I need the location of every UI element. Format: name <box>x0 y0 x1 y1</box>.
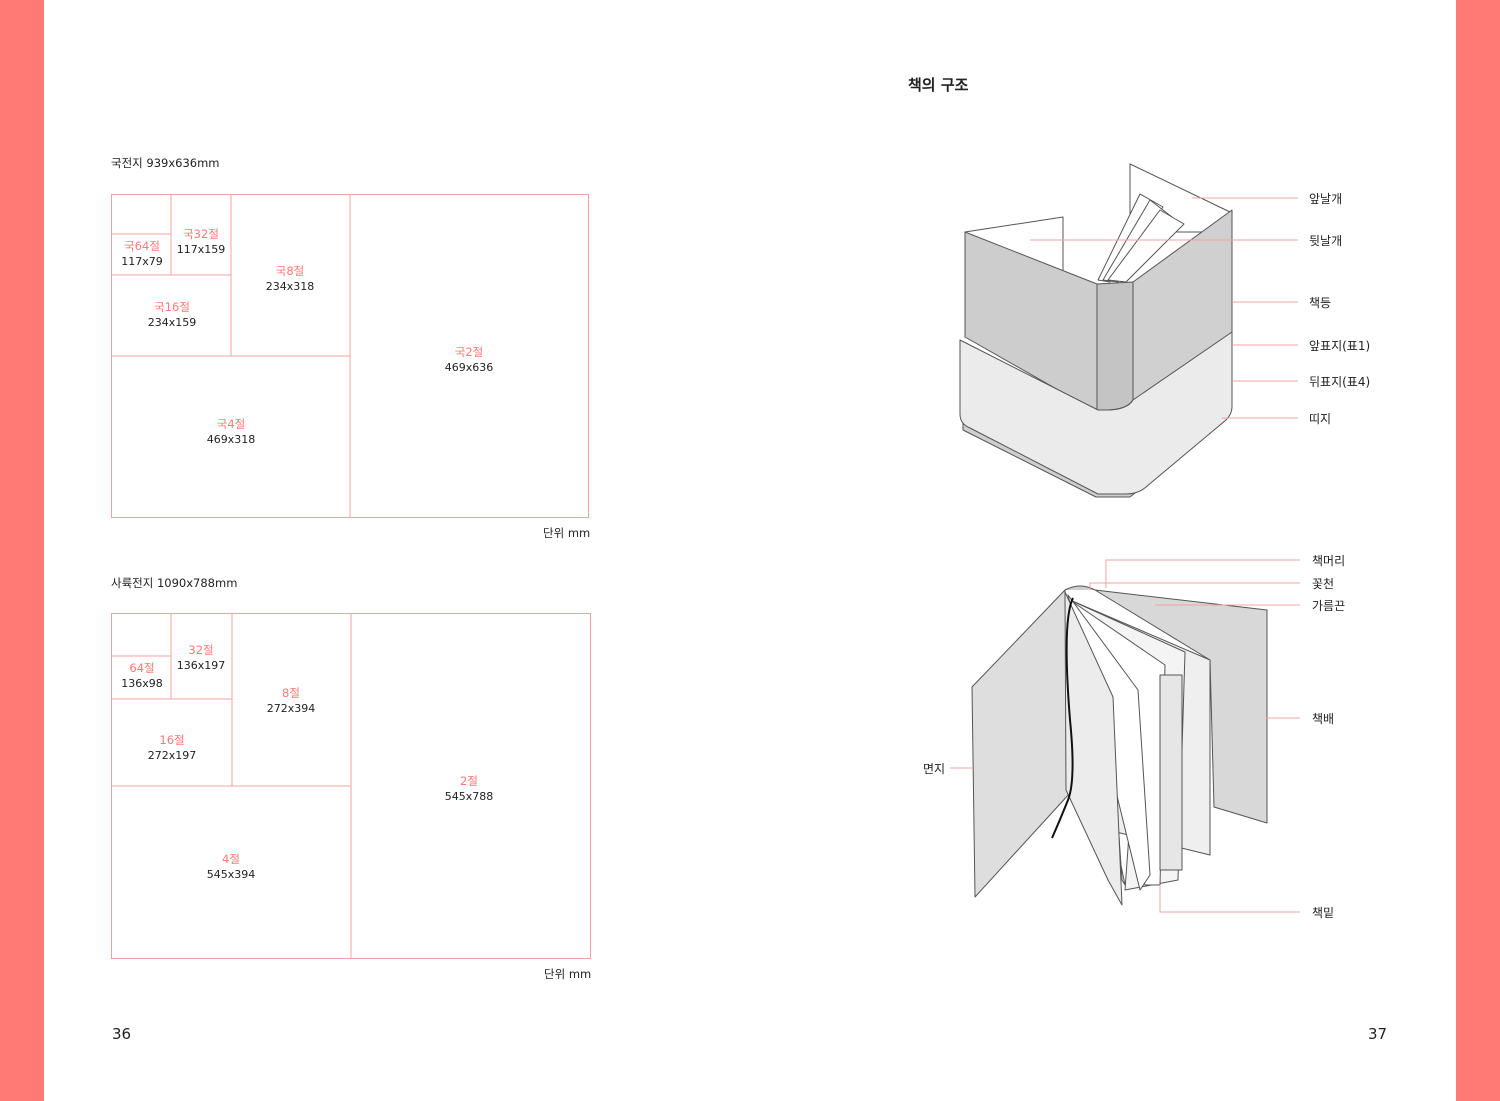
s2-size: 545x788 <box>444 790 494 803</box>
guk8-label: 국8절 234x318 <box>266 263 315 295</box>
left-margin-band <box>0 0 44 1101</box>
label-head: 책머리 <box>1312 554 1346 568</box>
guk-jeonji-caption: 국전지 939x636mm <box>111 156 220 170</box>
s32-label: 32절 136x197 <box>177 642 226 674</box>
label-bookmark: 가름끈 <box>1312 599 1346 613</box>
guk64-name: 국64절 <box>124 239 160 253</box>
guk16-label: 국16절 234x159 <box>148 299 197 331</box>
guk16-size: 234x159 <box>147 316 197 329</box>
guk64-size: 117x79 <box>121 255 163 268</box>
saryuk-jeonji-diagram <box>111 613 591 959</box>
closed-book-illustration <box>959 163 1233 498</box>
s16-name: 16절 <box>159 733 185 747</box>
label-front-cover: 앞표지(표1) <box>1309 339 1371 353</box>
s4-label: 4절 545x394 <box>207 851 256 883</box>
label-back-flap: 뒷날개 <box>1309 234 1343 248</box>
s64-name: 64절 <box>129 661 155 675</box>
s32-size: 136x197 <box>176 659 226 672</box>
open-book-illustration <box>971 585 1268 906</box>
s8-label: 8절 272x394 <box>267 685 316 717</box>
guk32-name: 국32절 <box>183 227 219 241</box>
s8-size: 272x394 <box>266 702 316 715</box>
guk-unit-note: 단위 mm <box>543 526 591 540</box>
page-number-left: 36 <box>112 1025 132 1043</box>
leader-tail <box>1159 885 1300 913</box>
guk-jeonji-diagram <box>111 194 589 518</box>
s2-name: 2절 <box>460 774 478 788</box>
guk4-name: 국4절 <box>216 417 246 431</box>
guk4-label: 국4절 469x318 <box>207 416 256 448</box>
saryuk-jeonji-caption: 사륙전지 1090x788mm <box>111 576 238 590</box>
s32-name: 32절 <box>188 643 214 657</box>
label-fore-edge: 책배 <box>1312 712 1335 726</box>
leader-head <box>1105 559 1300 588</box>
guk64-label: 국64절 117x79 <box>121 238 163 270</box>
guk2-label: 국2절 469x636 <box>445 344 494 376</box>
page-number-right: 37 <box>1368 1025 1388 1043</box>
label-front-flap: 앞날개 <box>1309 192 1343 206</box>
guk8-size: 234x318 <box>265 280 315 293</box>
guk4-size: 469x318 <box>206 433 256 446</box>
book-structure-title: 책의 구조 <box>908 76 969 94</box>
guk8-name: 국8절 <box>275 264 305 278</box>
guk2-size: 469x636 <box>444 361 494 374</box>
s8-name: 8절 <box>282 686 300 700</box>
label-endpaper: 면지 <box>923 762 946 776</box>
guk32-label: 국32절 117x159 <box>177 226 226 258</box>
s2-label: 2절 545x788 <box>445 773 494 805</box>
s4-name: 4절 <box>222 852 240 866</box>
label-belly-band: 띠지 <box>1309 412 1332 426</box>
s64-size: 136x98 <box>121 677 163 690</box>
guk2-name: 국2절 <box>454 345 484 359</box>
s64-label: 64절 136x98 <box>121 660 163 692</box>
right-margin-band <box>1456 0 1500 1101</box>
guk32-size: 117x159 <box>176 243 226 256</box>
leader-headband <box>1089 582 1300 590</box>
guk16-name: 국16절 <box>154 300 190 314</box>
label-headband: 꽃천 <box>1312 577 1335 591</box>
label-spine: 책등 <box>1309 296 1332 310</box>
saryuk-unit-note: 단위 mm <box>544 967 592 981</box>
s16-label: 16절 272x197 <box>148 732 197 764</box>
s4-size: 545x394 <box>206 868 256 881</box>
label-tail: 책밑 <box>1312 906 1335 920</box>
label-back-cover: 뒤표지(표4) <box>1309 375 1371 389</box>
s16-size: 272x197 <box>147 749 197 762</box>
